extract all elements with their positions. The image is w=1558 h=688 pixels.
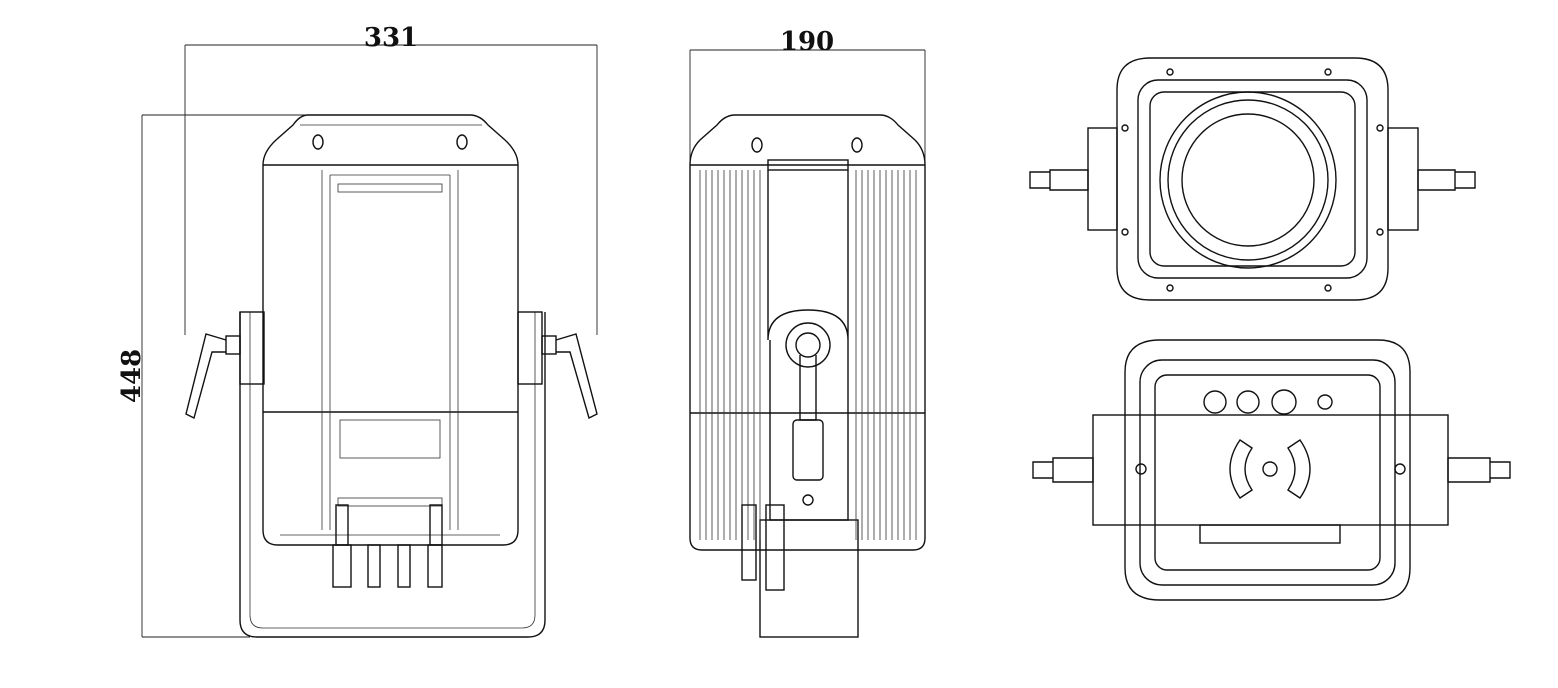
connectors [332, 504, 443, 588]
handle-right-icon [541, 333, 598, 420]
dimension-width: 331 [184, 23, 598, 335]
side-view [689, 114, 926, 638]
dimension-width-label: 331 [364, 23, 418, 53]
bottom-view [1032, 339, 1511, 601]
dimension-depth-label: 190 [780, 27, 834, 57]
dimension-height-label: 448 [117, 349, 147, 403]
dimension-height: 448 [117, 114, 315, 638]
cooling-fins [699, 170, 917, 540]
handle-left-icon [185, 333, 241, 420]
screws [1121, 68, 1384, 292]
top-view [1029, 57, 1476, 301]
dimension-depth: 190 [689, 27, 926, 190]
front-view [185, 114, 598, 638]
